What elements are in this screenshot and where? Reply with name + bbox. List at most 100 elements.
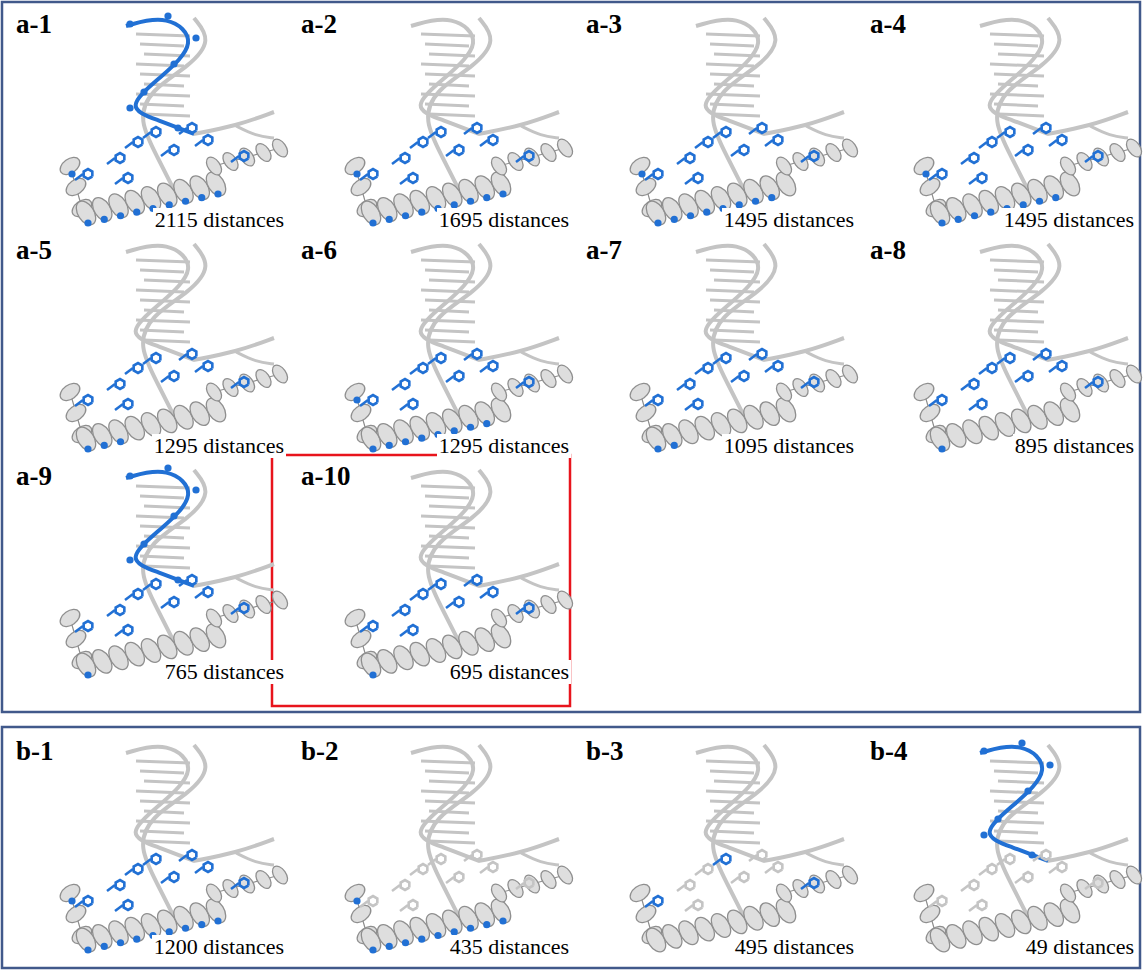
base-ring	[134, 864, 143, 874]
dna-strand	[521, 578, 559, 590]
base-ring	[455, 872, 464, 882]
base-ring	[970, 153, 979, 163]
atom-sphere	[654, 445, 661, 452]
base-stick	[115, 905, 123, 911]
distance-count: 49 distances	[1024, 935, 1136, 959]
base-pair	[421, 486, 475, 488]
base-stick	[979, 368, 987, 374]
atom-sphere	[938, 219, 945, 226]
base-ring	[409, 173, 418, 183]
structure	[57, 464, 291, 680]
helix-turn	[554, 136, 575, 159]
dna-strand	[143, 18, 205, 190]
panel-frame	[2, 2, 1140, 712]
dna-strand	[713, 745, 775, 917]
helix-turn	[505, 150, 526, 173]
helix-turn	[839, 863, 860, 886]
phosphate-sphere	[164, 12, 171, 19]
base-ring	[970, 379, 979, 389]
atom-sphere	[499, 917, 506, 924]
helix-turn	[1123, 136, 1143, 159]
helix-turn	[1074, 877, 1095, 900]
dna-strand	[696, 246, 764, 360]
atom-sphere	[386, 442, 393, 449]
base-stick	[125, 368, 133, 374]
base-stick	[749, 855, 757, 861]
helix-turn	[823, 141, 844, 164]
base-stick	[979, 869, 987, 875]
dna-strand	[193, 839, 274, 861]
base-stick	[685, 178, 693, 184]
helix-turn	[57, 380, 83, 404]
base-ring	[978, 173, 987, 183]
dna-strand	[997, 745, 1059, 917]
helix-turn	[57, 881, 83, 905]
helix-turn	[839, 362, 860, 385]
base-ring	[152, 127, 161, 137]
base-stick	[400, 404, 408, 410]
base-ring	[170, 145, 179, 155]
base-ring	[124, 399, 133, 409]
atom-sphere	[386, 216, 393, 223]
distance-count: 765 distances	[163, 660, 286, 684]
base-stick	[400, 178, 408, 184]
atom-sphere	[101, 216, 108, 223]
atom-sphere	[418, 936, 425, 943]
structure	[627, 18, 861, 228]
base-stick	[713, 132, 721, 138]
base-stick	[400, 630, 408, 636]
base-ring	[1006, 854, 1015, 864]
phosphate-sphere	[140, 88, 147, 95]
helix-turn	[505, 376, 526, 399]
base-stick	[231, 382, 239, 388]
base-stick	[979, 142, 987, 148]
structure	[911, 244, 1143, 454]
base-ring	[740, 371, 749, 381]
base-ring	[774, 862, 783, 872]
base-ring	[525, 151, 534, 161]
distance-count: 1295 distances	[152, 434, 286, 458]
base-stick	[143, 132, 151, 138]
helix-turn	[342, 606, 368, 630]
dna-strand	[763, 338, 844, 360]
dna-strand	[997, 18, 1059, 190]
dna-strand	[411, 472, 479, 586]
helix-turn	[554, 588, 575, 611]
base-stick	[392, 610, 400, 616]
base-ring	[654, 395, 663, 405]
base-stick	[961, 384, 969, 390]
base-stick	[765, 366, 773, 372]
helix-turn	[342, 380, 368, 404]
base-stick	[360, 901, 368, 907]
helix-turn	[505, 877, 526, 900]
atom-sphere	[68, 897, 75, 904]
atom-sphere	[483, 921, 490, 928]
helix-turn	[203, 881, 224, 904]
base-ring	[84, 169, 93, 179]
base-stick	[516, 382, 524, 388]
atom-sphere	[1052, 194, 1059, 201]
base-stick	[107, 610, 115, 616]
atom-sphere	[84, 946, 91, 953]
atom-sphere	[418, 435, 425, 442]
base-pair	[425, 270, 469, 272]
atom-sphere	[117, 939, 124, 946]
base-stick	[428, 132, 436, 138]
dna-strand	[980, 747, 1048, 861]
base-ring	[188, 575, 197, 585]
atom-sphere	[198, 921, 205, 928]
base-ring	[455, 371, 464, 381]
base-ring	[84, 395, 93, 405]
base-ring	[970, 880, 979, 890]
panel-frame	[2, 727, 1140, 968]
base-ring	[473, 850, 482, 860]
base-ring	[525, 878, 534, 888]
panel-label: a-1	[16, 10, 52, 40]
structure	[342, 470, 576, 680]
base-stick	[428, 859, 436, 865]
base-ring	[455, 145, 464, 155]
base-ring	[401, 605, 410, 615]
dna-strand	[428, 470, 490, 642]
base-stick	[161, 877, 169, 883]
base-pair	[140, 771, 184, 773]
